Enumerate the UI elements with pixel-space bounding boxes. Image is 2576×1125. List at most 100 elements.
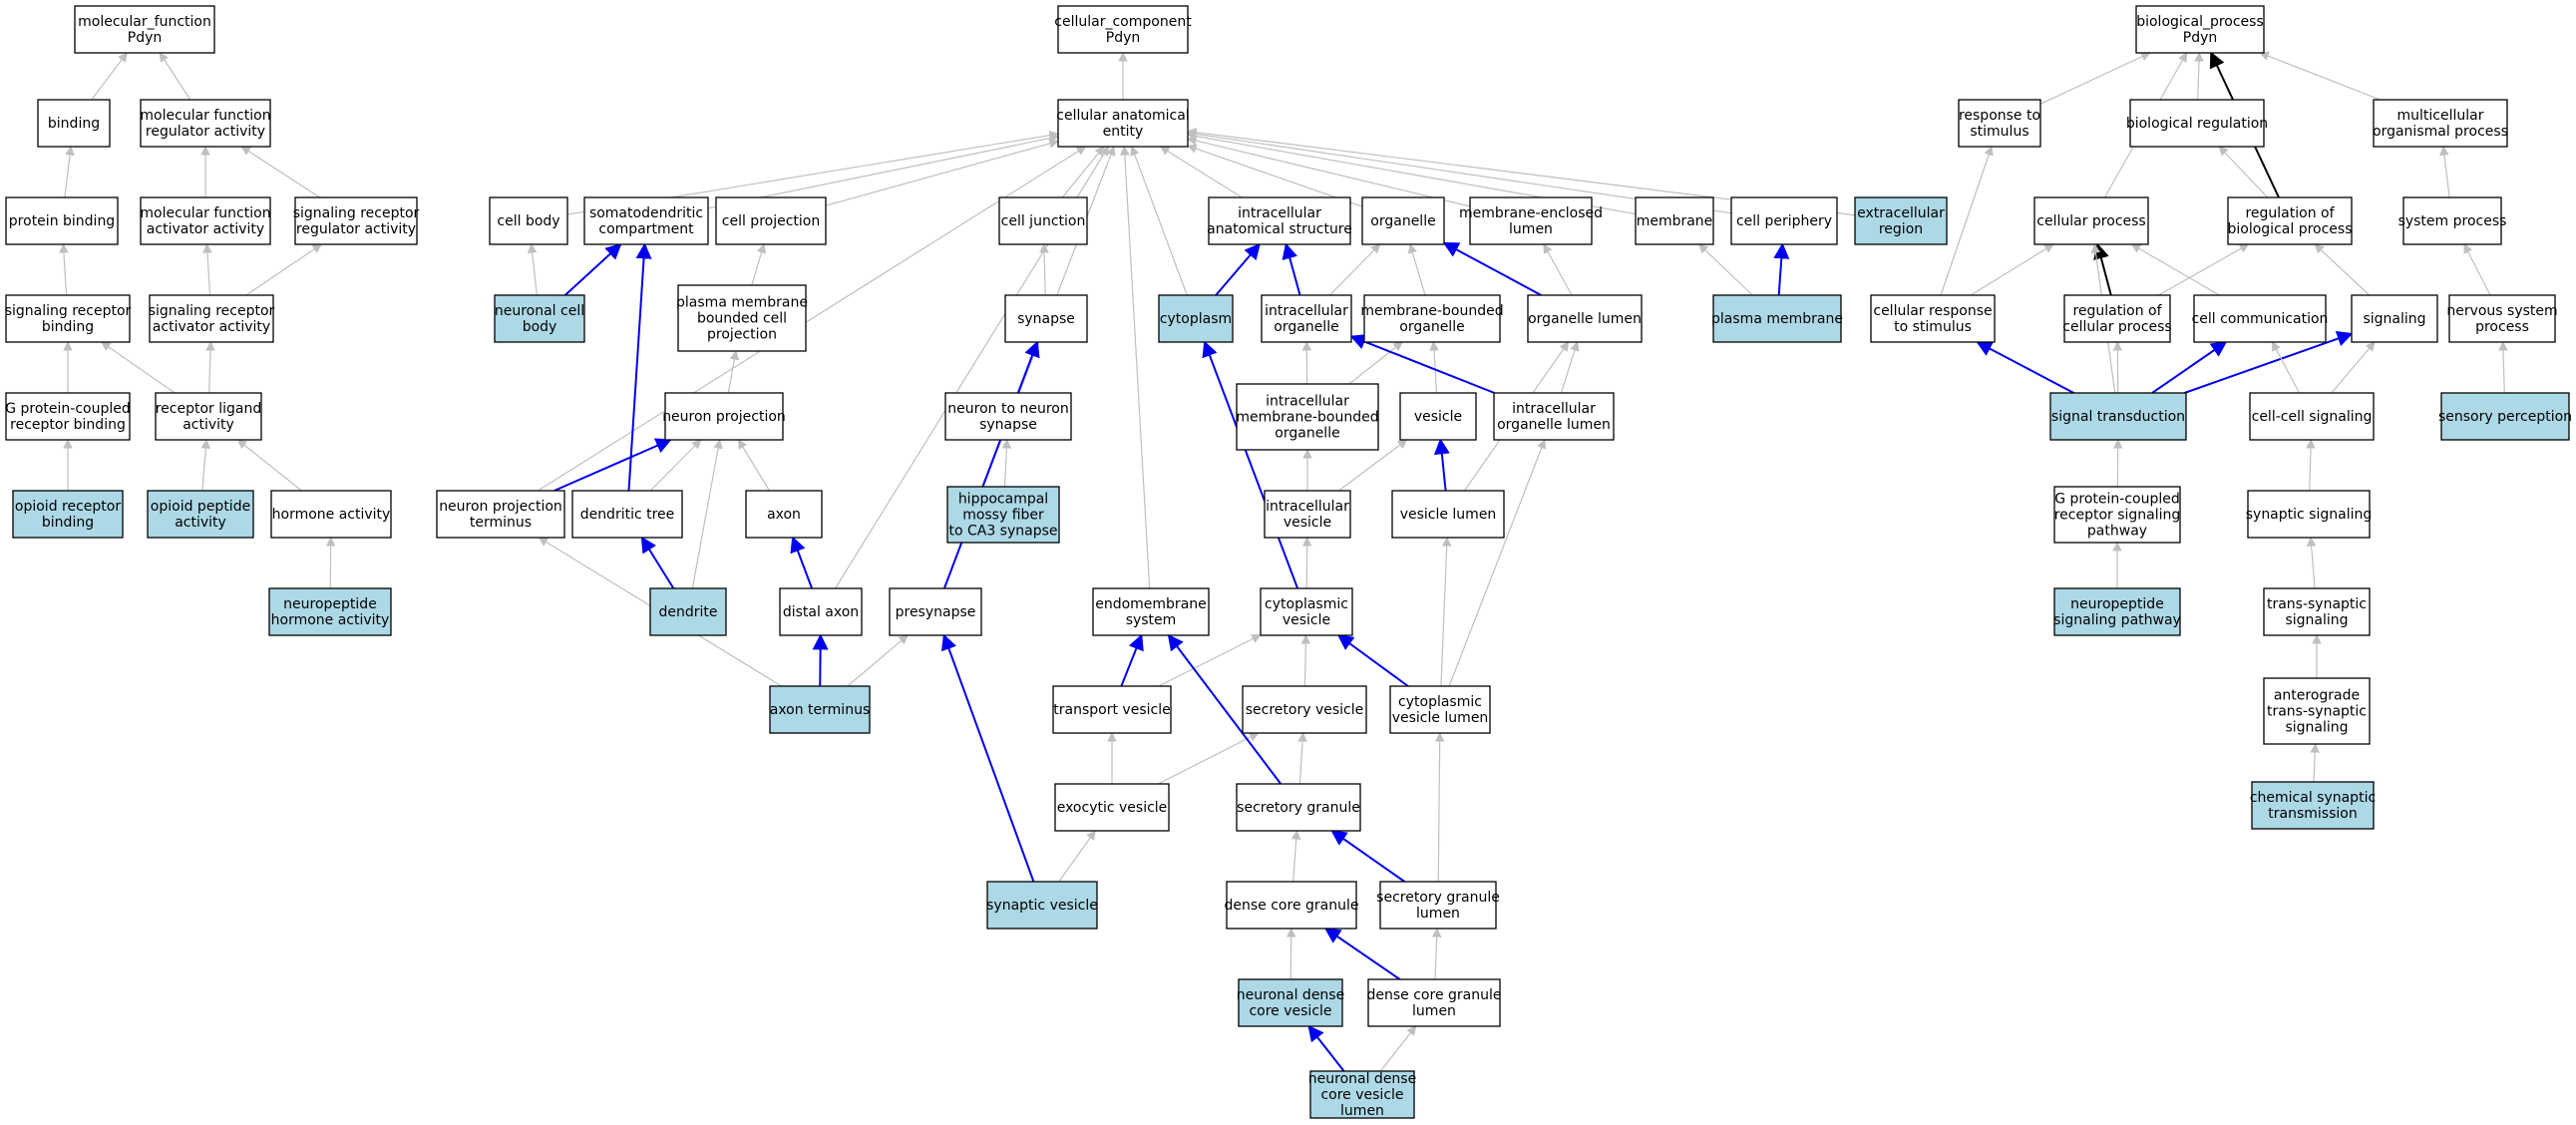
node-box [1493, 392, 1615, 441]
node-sig-trans: signal transduction [2049, 392, 2187, 441]
edge-is-a-sens-perc-to-nerv-sys [2498, 341, 2508, 394]
node-box [5, 294, 131, 343]
edge-part-of-distal-axon-to-axon [790, 536, 814, 589]
node-box [2263, 587, 2371, 636]
node-label: signaling pathway [2053, 612, 2181, 628]
node-label: cell communication [2192, 311, 2329, 327]
node-label: G protein-coupled [2054, 491, 2180, 507]
node-label: process [2475, 319, 2529, 335]
node-bio-reg: biological regulation [2126, 99, 2268, 148]
node-box [1730, 196, 1838, 245]
node-label: neuropeptide [2070, 596, 2164, 612]
node-label: secretory granule [1237, 800, 1360, 816]
node-sys-proc: system process [2398, 196, 2506, 245]
node-box [1958, 99, 2041, 148]
node-box [2247, 490, 2371, 539]
node-label: opioid peptide [151, 499, 250, 515]
edge-is-a-pm-bound-to-cell-proj [751, 243, 767, 286]
node-label: hormone activity [272, 507, 391, 523]
node-label: binding [42, 515, 94, 531]
node-ves-lumen: vesicle lumen [1391, 490, 1505, 539]
node-dcg: dense core granule [1225, 881, 1359, 930]
node-label: Pdyn [1106, 30, 1141, 46]
edge-is-a-rec-lig-to-sig-rec-bind [101, 341, 176, 394]
node-label: organelle lumen [1497, 417, 1611, 433]
node-label: anatomical structure [1207, 221, 1352, 237]
node-box [268, 587, 392, 636]
edge-is-a-intra-mbo-to-mem-bound-org [1348, 341, 1403, 385]
node-cell-body: cell body [489, 196, 568, 245]
edge-is-a-somato-to-cae [707, 133, 1059, 209]
node-organelle: organelle [1361, 196, 1445, 245]
node-label: regulator activity [296, 221, 416, 237]
node-label: signaling receptor [293, 205, 420, 221]
node-label: activator activity [153, 319, 270, 335]
node-label: molecular_function [78, 14, 211, 30]
node-label: vesicle [1283, 612, 1330, 628]
node-label: terminus [470, 515, 532, 531]
node-label: biological regulation [2126, 116, 2268, 132]
edge-is-a-intra-org-to-organelle [1328, 243, 1381, 296]
node-box [1363, 294, 1501, 343]
edge-is-a-intra-org-lumen-to-org-lumen [1560, 341, 1580, 394]
node-sec-gran: secretory granule [1236, 783, 1361, 832]
node-sens-perc: sensory perception [2438, 392, 2572, 441]
node-label: binding [48, 116, 100, 132]
node-presyn: presynapse [889, 587, 982, 636]
node-label: regulation of [2245, 205, 2335, 221]
node-label: protein binding [9, 213, 115, 229]
node-label: intracellular [1265, 303, 1348, 319]
node-box [1712, 294, 1842, 343]
node-label: molecular function [140, 205, 270, 221]
node-label: signaling receptor [5, 303, 132, 319]
edge-part-of-npt-to-neur-proj [553, 438, 672, 492]
edge-part-of-dendrite-to-dend-tree [640, 536, 675, 589]
node-label: neuron to neuron [947, 401, 1068, 417]
node-label: dendrite [658, 604, 717, 620]
edge-is-a-sig-rec-act-to-sig-rec-reg [245, 243, 323, 296]
edge-part-of-plasma-mem-to-periphery [1773, 242, 1790, 296]
node-label: vesicle lumen [1392, 710, 1489, 726]
edge-part-of-sig-trans-to-cell-comm [2151, 341, 2228, 394]
edge-part-of-presyn-to-synapse [942, 340, 1040, 589]
node-label: dense core granule [1225, 898, 1359, 914]
node-label: intracellular [1266, 393, 1349, 409]
node-box [946, 486, 1060, 544]
node-box [1399, 392, 1477, 441]
node-cell-proj: cell projection [715, 196, 827, 245]
node-label: synaptic signaling [2246, 507, 2373, 523]
node-cell-proc: cellular process [2033, 196, 2149, 245]
node-box [2263, 677, 2371, 745]
edge-regulates-reg-cell-to-cell-proc [2093, 242, 2112, 296]
edge-is-a-cytoplasm-to-cae [1130, 146, 1188, 296]
edge-is-a-ndcv-lumen-to-dcg-lumen [1379, 1025, 1417, 1072]
node-label: Pdyn [2183, 30, 2218, 46]
node-label: receptor binding [10, 417, 126, 433]
node-box [664, 392, 784, 441]
node-exocytic: exocytic vesicle [1054, 783, 1170, 832]
edge-is-a-organelle-to-cae [1187, 144, 1363, 207]
node-label: organismal process [2373, 124, 2508, 140]
node-label: cytoplasmic [1265, 596, 1348, 612]
edge-is-a-cyto-ves-lumen-to-intra-org-lumen [1448, 439, 1547, 687]
node-box [5, 196, 119, 245]
node-box [1367, 978, 1501, 1027]
node-box [649, 587, 727, 636]
node-label: lumen [1340, 1103, 1384, 1119]
node-box [2049, 392, 2187, 441]
node-axon-term: axon terminus [769, 685, 871, 734]
node-label: cellular response [1873, 303, 1992, 319]
node-label: organelle [1275, 425, 1339, 441]
